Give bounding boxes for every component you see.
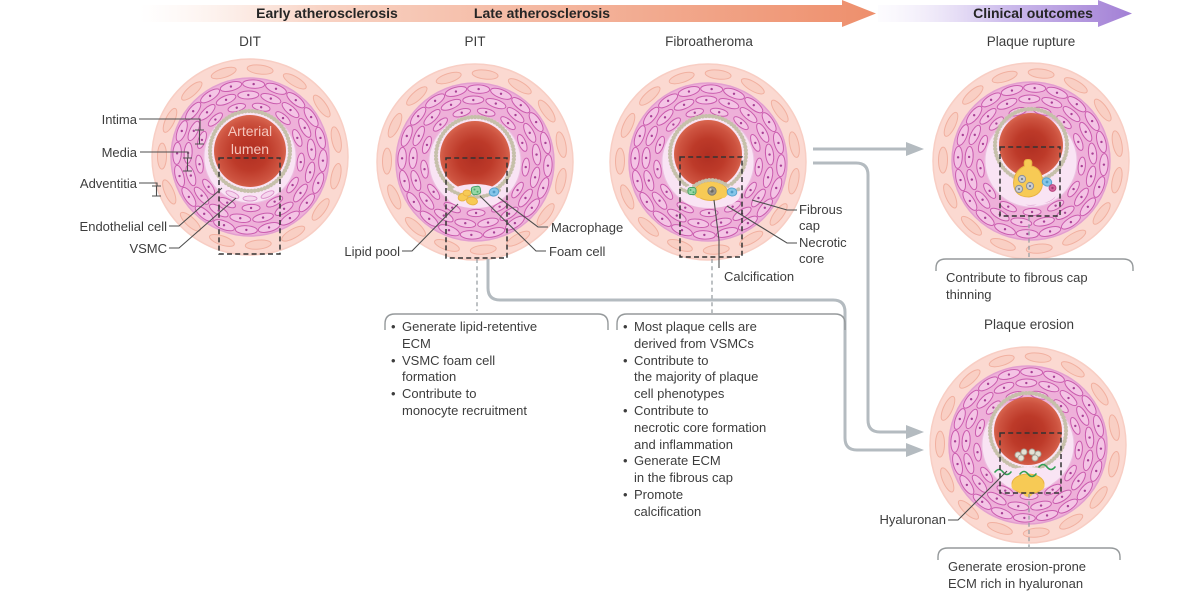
bullet-item: Contribute to monocyte recruitment — [390, 386, 600, 420]
label-intima: Intima — [101, 112, 137, 127]
plaque-pit — [447, 184, 503, 208]
label-calcification: Calcification — [724, 269, 795, 284]
stage-title-fibroatheroma: Fibroatheroma — [665, 34, 753, 49]
label-adventitia: Adventitia — [79, 176, 137, 191]
flow-arrowheads — [906, 142, 924, 457]
label-foam-cell: Foam cell — [549, 244, 606, 259]
label-necrotic-core: Necrotic core — [799, 235, 847, 266]
early-late-arrow — [140, 0, 876, 27]
timeline-arrows — [140, 0, 1132, 27]
label-lipid-pool: Lipid pool — [344, 244, 400, 259]
label-macrophage: Macrophage — [551, 220, 624, 235]
label-fibrous-cap: Fibrous cap — [799, 202, 843, 233]
stage-title-plaque-rupture: Plaque rupture — [986, 34, 1076, 49]
fibroatheroma-notes-list: Most plaque cells are derived from VSMCs… — [622, 319, 842, 521]
label-hyaluronan: Hyaluronan — [879, 512, 947, 527]
label-endothelial-cell: Endothelial cell — [79, 219, 167, 234]
bullet-item: Contribute to necrotic core formation an… — [622, 403, 842, 453]
label-media: Media — [101, 145, 137, 160]
bullet-item: Generate ECM in the fibrous cap — [622, 453, 842, 487]
erosion-note: Generate erosion-prone ECM rich in hyalu… — [948, 559, 1087, 591]
stage-title-dit: DIT — [239, 34, 261, 49]
clinical-outcomes-arrow — [878, 0, 1132, 27]
bullet-item: Generate lipid-retentive ECM — [390, 319, 600, 353]
clinical-outcomes-label: Clinical outcomes — [973, 5, 1093, 21]
vessel-fibroatheroma — [609, 63, 807, 261]
arterial-lumen — [440, 121, 510, 191]
arterial-lumen — [994, 397, 1062, 465]
late-atherosclerosis-label: Late atherosclerosis — [473, 5, 611, 21]
early-atherosclerosis-label: Early atherosclerosis — [256, 5, 398, 21]
rupture-note: Contribute to fibrous cap thinning — [946, 270, 1088, 302]
bullet-item: Promote calcification — [622, 487, 842, 521]
vessel-pit — [376, 63, 574, 261]
vessel-plaque-rupture — [932, 62, 1130, 260]
arterial-lumen — [674, 120, 742, 188]
bullet-item: VSMC foam cell formation — [390, 353, 600, 387]
arterial-lumen-label: Arterial lumen — [227, 123, 273, 157]
vessel-plaque-erosion — [929, 346, 1127, 544]
bullet-item: Most plaque cells are derived from VSMCs — [622, 319, 842, 353]
stage-title-pit: PIT — [464, 34, 486, 49]
bullet-item: Contribute to the majority of plaque cel… — [622, 353, 842, 403]
label-vsmc: VSMC — [129, 241, 167, 256]
pit-notes-list: Generate lipid-retentive ECMVSMC foam ce… — [390, 319, 600, 420]
stage-title-plaque-erosion: Plaque erosion — [983, 317, 1075, 332]
